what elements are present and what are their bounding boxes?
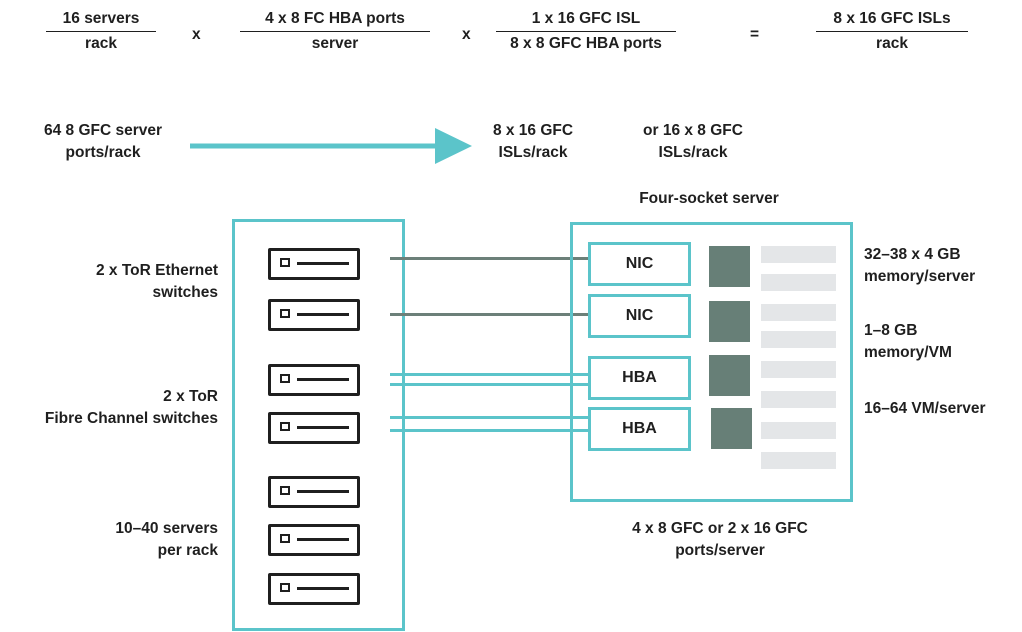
formula-numerator: 1 x 16 GFC ISL [496,10,676,32]
vm-density-label: 16–64 VM/server [864,400,986,417]
memory-module [761,331,836,348]
rack-server-1 [268,476,360,508]
switch-slot-icon [297,313,349,316]
rack-panel [232,219,405,631]
fc-switch-2 [268,412,360,444]
memory-vm-line-2: memory/VM [864,344,952,361]
formula-multiply: x [462,26,471,43]
nic-card-1: NIC [588,242,691,286]
servers-line-1: 10–40 servers [115,520,218,537]
isl-16gfc-label: 8 x 16 GFC ISLs/rack [478,120,588,164]
formula-denominator: rack [85,35,117,52]
cpu-socket-4 [711,408,752,449]
memory-module [761,361,836,378]
server-led-icon [280,583,290,592]
memory-vm-line-1: 1–8 GB [864,322,918,339]
memory-module [761,304,836,321]
server-slot-icon [297,538,349,541]
memory-module [761,391,836,408]
hba-card-2: HBA [588,407,691,451]
ethernet-line-2: switches [152,284,218,301]
fc-link-2a [390,416,588,419]
server-ports-label: 4 x 8 GFC or 2 x 16 GFC ports/server [600,518,840,562]
formula-multiply: x [192,26,201,43]
server-ports-line-1: 4 x 8 GFC or 2 x 16 GFC [632,520,808,537]
isl-16gfc-line-1: 8 x 16 GFC [492,122,574,139]
ethernet-link-1 [390,257,588,260]
memory-module [761,452,836,469]
formula-result: 8 x 16 GFC ISLs rack [816,10,968,53]
fc-switches-label: 2 x ToR Fibre Channel switches [0,386,218,430]
memory-module [761,246,836,263]
source-line-1: 64 8 GFC server [43,122,163,139]
fc-link-1b [390,383,588,386]
rack-server-3 [268,573,360,605]
formula-denominator: server [311,35,359,52]
memory-per-vm-label: 1–8 GB memory/VM [864,320,1014,364]
formula-equals: = [750,26,760,43]
source-line-2: ports/rack [65,144,141,161]
fc-line-1: 2 x ToR [163,388,218,405]
servers-line-2: per rack [157,542,218,559]
fc-link-2b [390,429,588,432]
servers-per-rack-label: 10–40 servers per rack [20,518,218,562]
server-ports-line-2: ports/server [675,542,765,559]
isl-8gfc-line-1: or 16 x 8 GFC [643,122,743,139]
fc-switch-1 [268,364,360,396]
formula-denominator: rack [876,35,908,52]
isl-8gfc-line-2: ISLs/rack [658,144,728,161]
switch-slot-icon [297,426,349,429]
rack-server-2 [268,524,360,556]
arrow-right-icon [190,128,472,164]
source-ports-label: 64 8 GFC server ports/rack [28,120,178,164]
fc-link-1a [390,373,588,376]
cpu-socket-3 [709,355,750,396]
fc-line-2: Fibre Channel switches [44,410,218,427]
switch-slot-icon [297,378,349,381]
formula-term-servers-per-rack: 16 servers rack [46,10,156,53]
formula-denominator: 8 x 8 GFC HBA ports [510,35,662,52]
formula-numerator: 16 servers [46,10,156,32]
server-led-icon [280,486,290,495]
server-title: Four-socket server [639,190,779,207]
server-panel [570,222,853,502]
switch-led-icon [280,258,290,267]
isl-8gfc-label: or 16 x 8 GFC ISLs/rack [628,120,758,164]
switch-led-icon [280,422,290,431]
nic-card-2: NIC [588,294,691,338]
cpu-socket-2 [709,301,750,342]
isl-16gfc-line-2: ISLs/rack [498,144,568,161]
server-led-icon [280,534,290,543]
switch-led-icon [280,374,290,383]
memory-server-line-2: memory/server [864,268,976,285]
memory-per-server-label: 32–38 x 4 GB memory/server [864,244,1014,288]
ethernet-switch-1 [268,248,360,280]
formula-term-isl-ratio: 1 x 16 GFC ISL 8 x 8 GFC HBA ports [496,10,676,53]
ethernet-switch-2 [268,299,360,331]
ethernet-line-1: 2 x ToR Ethernet [95,262,218,279]
switch-slot-icon [297,262,349,265]
memory-module [761,274,836,291]
hba-card-1: HBA [588,356,691,400]
formula-numerator: 4 x 8 FC HBA ports [240,10,430,32]
ethernet-switches-label: 2 x ToR Ethernet switches [20,260,218,304]
memory-module [761,422,836,439]
memory-server-line-1: 32–38 x 4 GB [864,246,961,263]
formula-numerator: 8 x 16 GFC ISLs [816,10,968,32]
formula-term-hba-ports-per-server: 4 x 8 FC HBA ports server [240,10,430,53]
cpu-socket-1 [709,246,750,287]
server-slot-icon [297,587,349,590]
ethernet-link-2 [390,313,588,316]
server-slot-icon [297,490,349,493]
switch-led-icon [280,309,290,318]
